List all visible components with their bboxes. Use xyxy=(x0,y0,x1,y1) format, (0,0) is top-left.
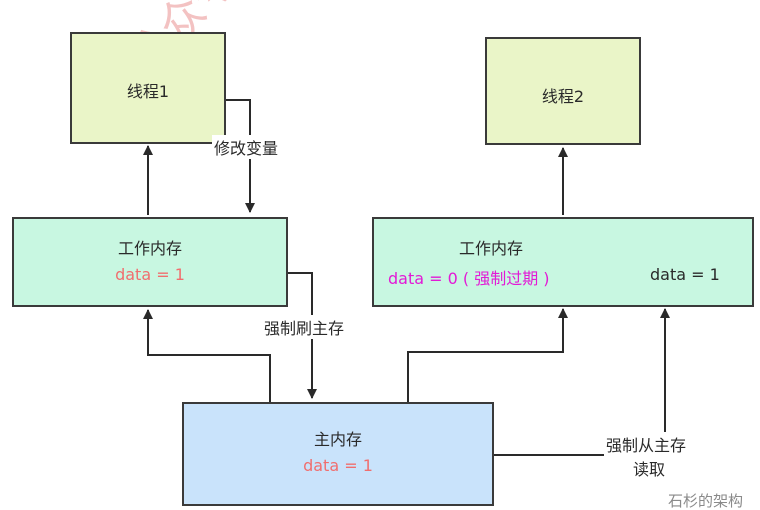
arrow-main-to-work2 xyxy=(407,308,568,402)
arrow-thread1-modify-work1 xyxy=(225,99,255,213)
working-memory-1-title: 工作内存 xyxy=(117,239,182,258)
thread-2-title: 线程2 xyxy=(541,87,585,106)
label-modify-variable: 修改变量 xyxy=(212,135,281,159)
brand-watermark: 石杉的架构 xyxy=(668,492,744,510)
working-memory-2-expired-value: data = 0 ( 强制过期 ) xyxy=(388,269,550,288)
working-memory-2-refreshed-value: data = 1 xyxy=(650,265,720,284)
working-memory-2-title: 工作内存 xyxy=(458,239,523,258)
working-memory-1-box: 工作内存 data = 1 xyxy=(12,217,288,307)
label-force-read-line1: 强制从主存 xyxy=(604,432,689,456)
thread-2-box: 线程2 xyxy=(485,37,641,145)
thread-1-title: 线程1 xyxy=(126,82,170,101)
label-force-flush: 强制刷主存 xyxy=(262,315,347,339)
main-memory-box: 主内存 data = 1 xyxy=(182,402,494,506)
working-memory-1-value: data = 1 xyxy=(115,265,185,284)
thread-1-box: 线程1 xyxy=(70,32,226,144)
arrow-main-to-work1 xyxy=(143,309,271,402)
label-force-read-line2: 读取 xyxy=(633,460,666,479)
main-memory-title: 主内存 xyxy=(313,430,362,449)
working-memory-2-box: 工作内存 data = 0 ( 强制过期 ) data = 1 xyxy=(372,217,754,307)
arrow-work1-flush-main xyxy=(288,272,317,399)
main-memory-value: data = 1 xyxy=(303,456,373,475)
